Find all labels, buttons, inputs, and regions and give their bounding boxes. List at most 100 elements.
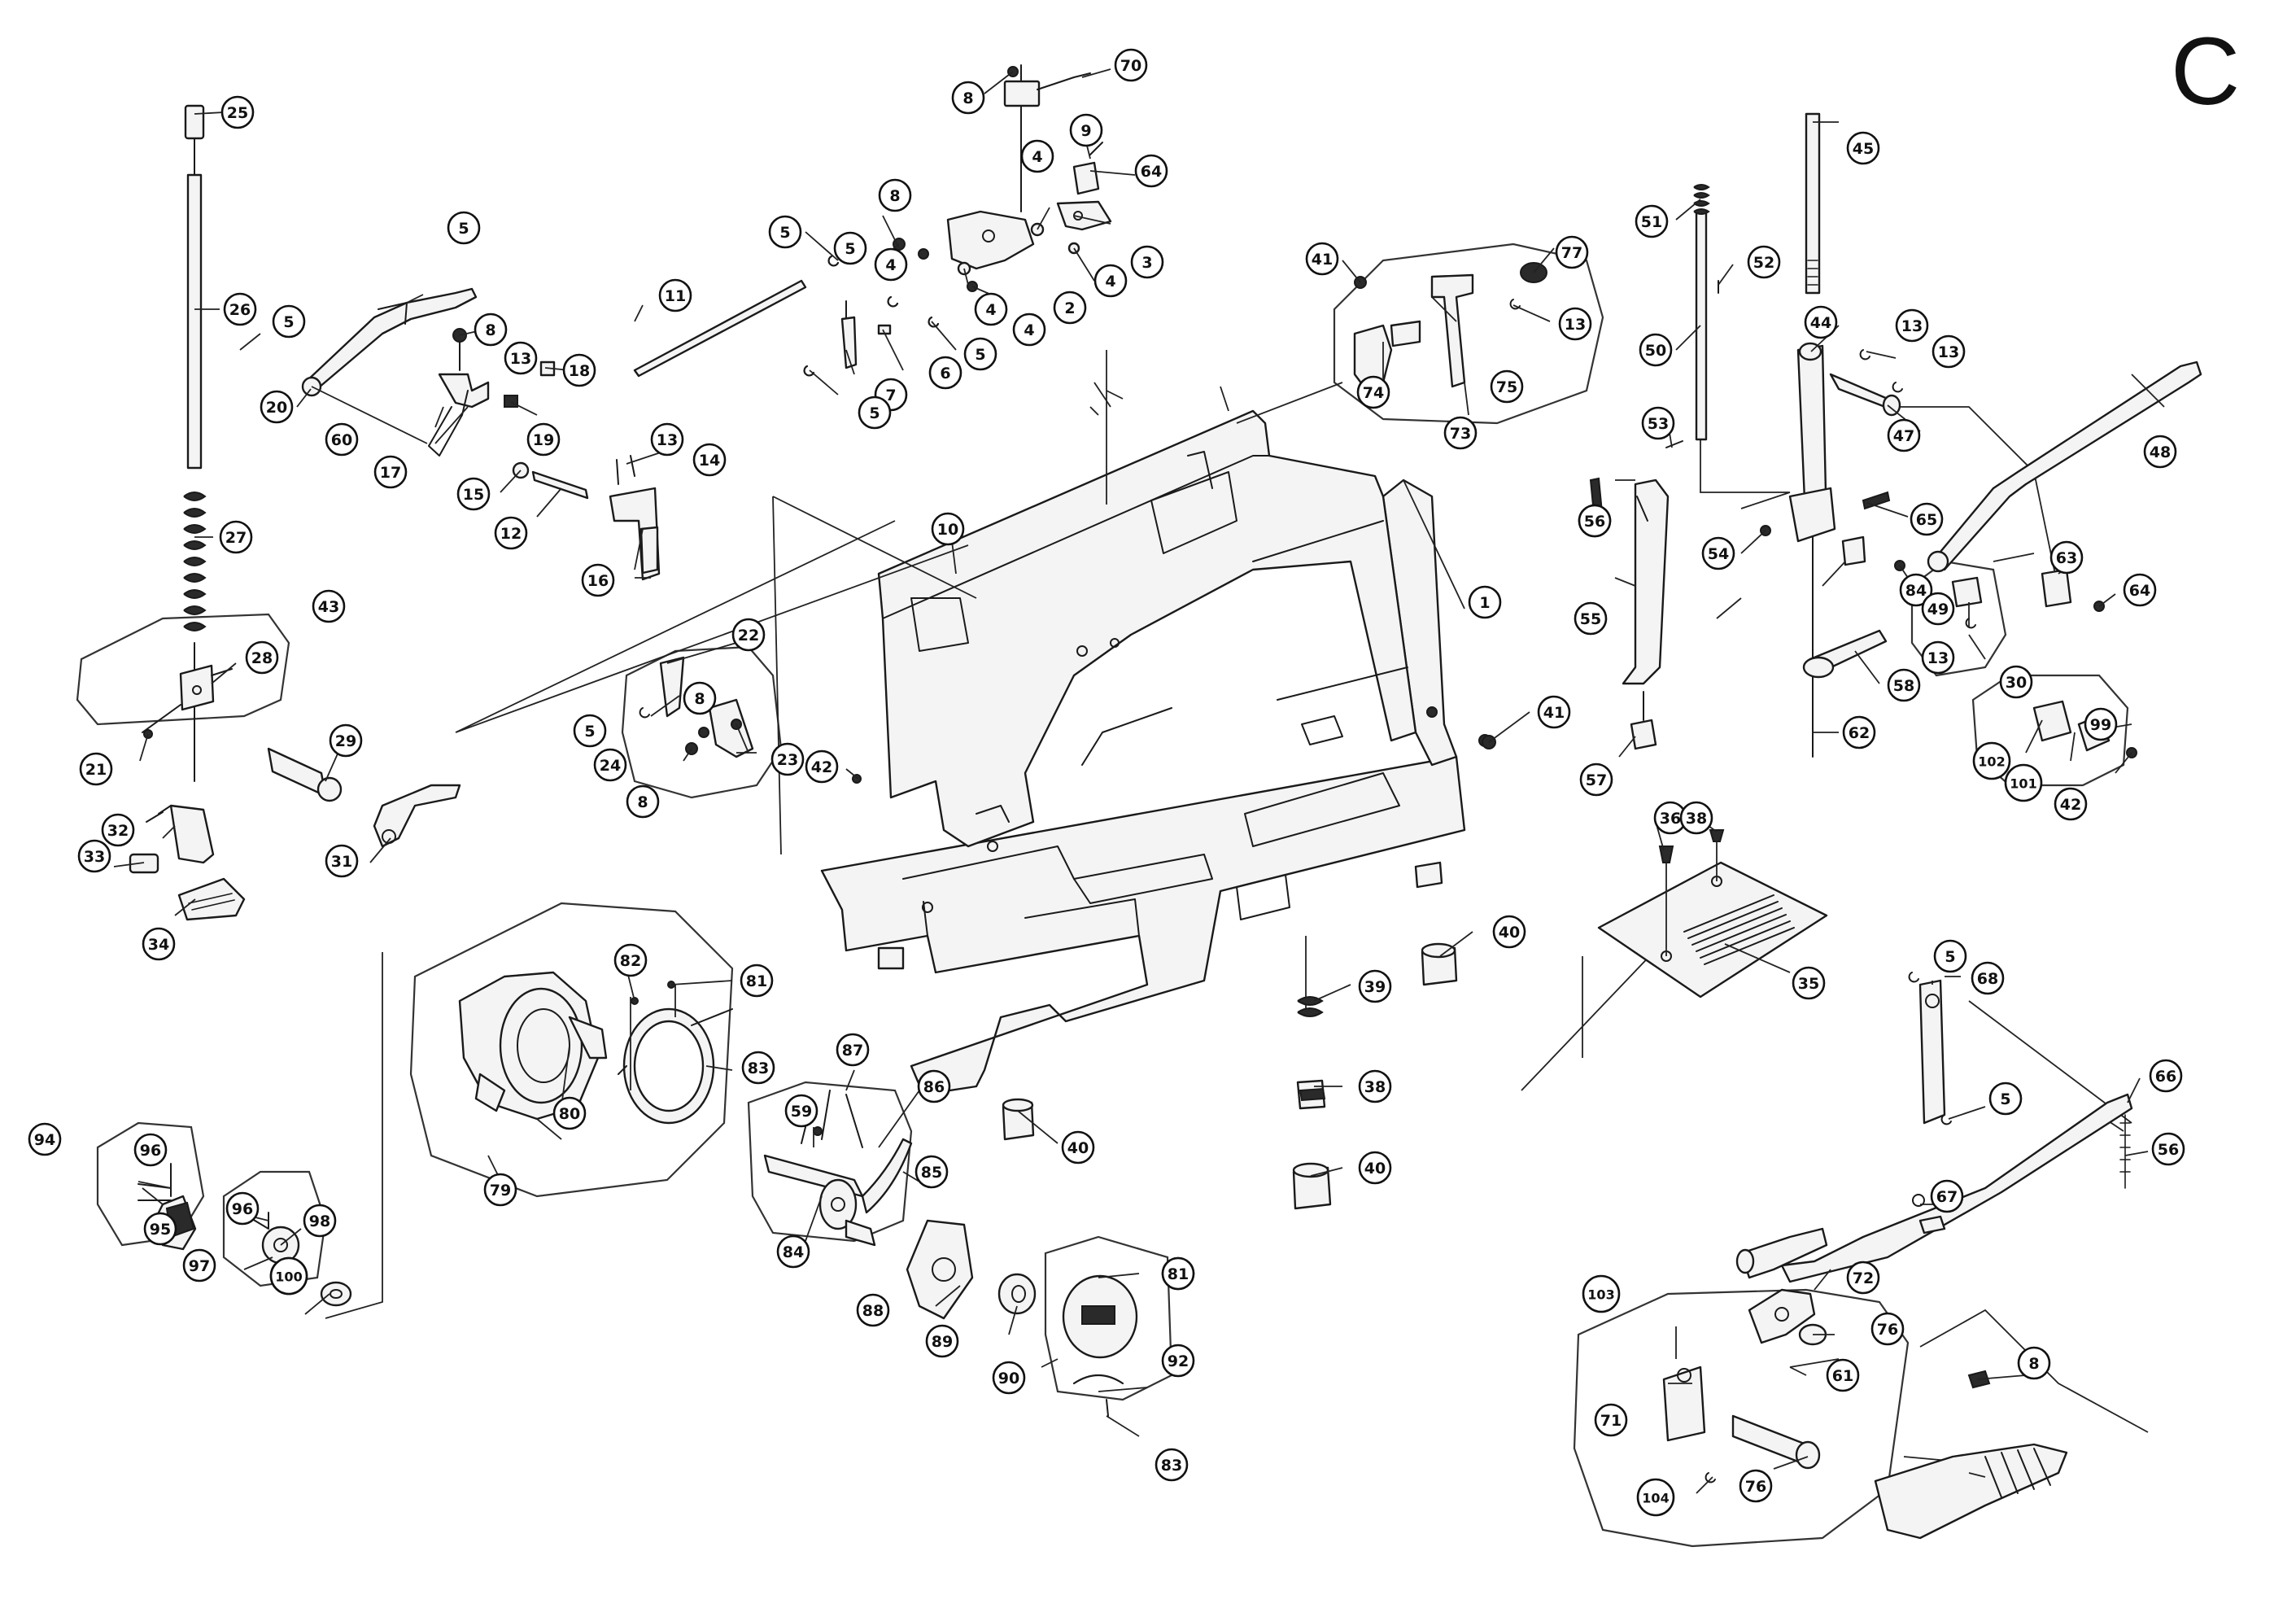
callout-circle: [1555, 235, 1589, 269]
callout-number: 79: [490, 1182, 511, 1199]
callout-p8a: 8: [474, 312, 508, 347]
callout-circle: [2143, 435, 2177, 469]
callout-circle: [1537, 695, 1571, 729]
callout-p83a: 83: [741, 1051, 775, 1085]
callout-p101: 101: [2004, 763, 2043, 802]
callout-number: 21: [85, 761, 107, 779]
callout-circle: [768, 215, 802, 249]
callout-p38b: 38: [1358, 1069, 1392, 1103]
hook-bracket-assembly: [763, 1090, 913, 1247]
callout-number: 40: [1067, 1139, 1089, 1157]
callout-number: 13: [1901, 317, 1923, 335]
callout-circle: [220, 95, 255, 129]
callout-p60: 60: [325, 422, 359, 457]
callout-p41a: 41: [1305, 242, 1339, 276]
callout-number: 4: [885, 256, 896, 274]
callout-p76b: 76: [1739, 1469, 1773, 1503]
callout-circle: [447, 211, 481, 245]
callout-number: 97: [189, 1257, 210, 1275]
callout-number: 47: [1893, 427, 1914, 445]
callout-number: 45: [1853, 140, 1874, 158]
callout-circle: [928, 356, 962, 390]
callout-number: 12: [500, 525, 522, 543]
callout-number: 86: [923, 1078, 945, 1096]
callout-number: 4: [1032, 148, 1042, 166]
callout-p87: 87: [836, 1033, 870, 1067]
callout-circle: [1910, 502, 1944, 536]
callout-p97: 97: [182, 1248, 216, 1282]
callout-number: 27: [225, 529, 247, 547]
callout-p28: 28: [245, 640, 279, 675]
callout-p42a: 42: [805, 749, 839, 784]
callout-p54: 54: [1701, 536, 1735, 570]
callout-p27: 27: [219, 520, 253, 554]
callout-p62: 62: [1842, 715, 1876, 749]
callout-circle: [1988, 1081, 2023, 1116]
callout-number: 13: [1927, 649, 1949, 667]
callout-number: 25: [227, 104, 248, 122]
callout-circle: [1305, 242, 1339, 276]
callout-p8c: 8: [878, 178, 912, 212]
callout-number: 67: [1936, 1188, 1958, 1206]
callout-p59: 59: [784, 1094, 818, 1128]
callout-number: 64: [2129, 582, 2150, 600]
callout-p13a: 13: [504, 341, 538, 375]
callout-circle: [1804, 305, 1838, 339]
callout-p99: 99: [2084, 707, 2118, 741]
callout-circle: [1636, 1478, 1675, 1517]
callout-p31: 31: [325, 844, 359, 878]
callout-p15: 15: [456, 477, 491, 511]
callout-number: 8: [2028, 1355, 2039, 1373]
callout-circle: [1490, 369, 1524, 404]
callout-circle: [312, 589, 346, 623]
callout-number: 71: [1600, 1412, 1622, 1430]
callout-circle: [1356, 375, 1390, 409]
callout-p63: 63: [2049, 540, 2084, 575]
callout-p13e: 13: [1932, 334, 1966, 369]
callout-number: 101: [2010, 776, 2036, 792]
callout-circle: [683, 681, 717, 715]
callout-number: 42: [2060, 796, 2081, 814]
callout-circle: [1134, 154, 1168, 188]
callout-number: 92: [1168, 1352, 1189, 1370]
callout-circle: [303, 1204, 337, 1238]
callout-number: 36: [1660, 810, 1681, 828]
callout-p84b: 84: [776, 1234, 810, 1269]
callout-p96b: 96: [225, 1191, 260, 1226]
callout-number: 85: [921, 1164, 942, 1182]
callout-circle: [836, 1033, 870, 1067]
callout-p98: 98: [303, 1204, 337, 1238]
callout-p34: 34: [142, 927, 176, 961]
callout-number: 39: [1364, 978, 1386, 996]
callout-circle: [1999, 665, 2033, 699]
callout-circle: [1061, 1130, 1095, 1164]
callout-number: 8: [962, 90, 973, 107]
callout-p80: 80: [552, 1096, 587, 1130]
callout-number: 76: [1877, 1321, 1898, 1339]
callout-circle: [1747, 245, 1781, 279]
callout-p4b: 4: [874, 247, 908, 282]
callout-p17: 17: [373, 455, 408, 489]
callout-number: 8: [637, 793, 648, 811]
callout-circle: [28, 1122, 62, 1156]
callout-number: 89: [932, 1333, 953, 1351]
assembly-leader-lines: [325, 350, 2149, 1466]
callout-circle: [1679, 801, 1713, 835]
callout-number: 61: [1832, 1367, 1853, 1385]
callout-circle: [1921, 640, 1955, 675]
callout-p5i: 5: [1988, 1081, 2023, 1116]
callout-circle: [1842, 715, 1876, 749]
callout-number: 51: [1641, 213, 1662, 231]
callout-circle: [692, 443, 727, 477]
callout-number: 75: [1496, 378, 1517, 396]
callout-p5g: 5: [573, 714, 607, 748]
callout-p70: 70: [1114, 48, 1148, 82]
callout-circle: [805, 749, 839, 784]
callout-number: 96: [232, 1200, 253, 1218]
callout-number: 5: [283, 313, 294, 331]
callout-circle: [1468, 585, 1502, 619]
callout-number: 5: [458, 220, 469, 238]
knee-lever-linkage: [1735, 972, 2133, 1283]
bobbin-case: [906, 1219, 1037, 1320]
callout-circle: [650, 422, 684, 457]
